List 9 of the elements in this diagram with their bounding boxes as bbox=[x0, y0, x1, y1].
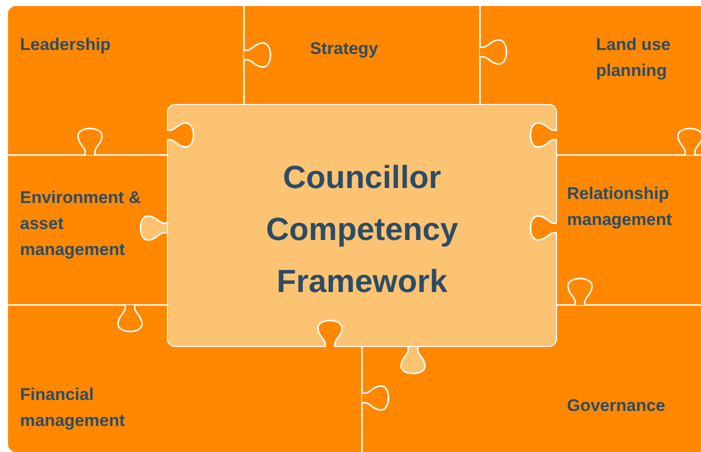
competency-label: Environment & asset management bbox=[20, 187, 142, 261]
framework-title: Councillor Competency Framework bbox=[264, 158, 460, 301]
competency-label: Financial management bbox=[20, 384, 126, 432]
competency-label: Land use planning bbox=[596, 34, 672, 82]
competency-label: Leadership bbox=[20, 34, 112, 56]
competency-label: Relationship management bbox=[567, 183, 673, 231]
puzzle-piece bbox=[167, 104, 557, 347]
competency-label: Governance bbox=[567, 395, 666, 417]
competency-label: Strategy bbox=[310, 38, 380, 60]
